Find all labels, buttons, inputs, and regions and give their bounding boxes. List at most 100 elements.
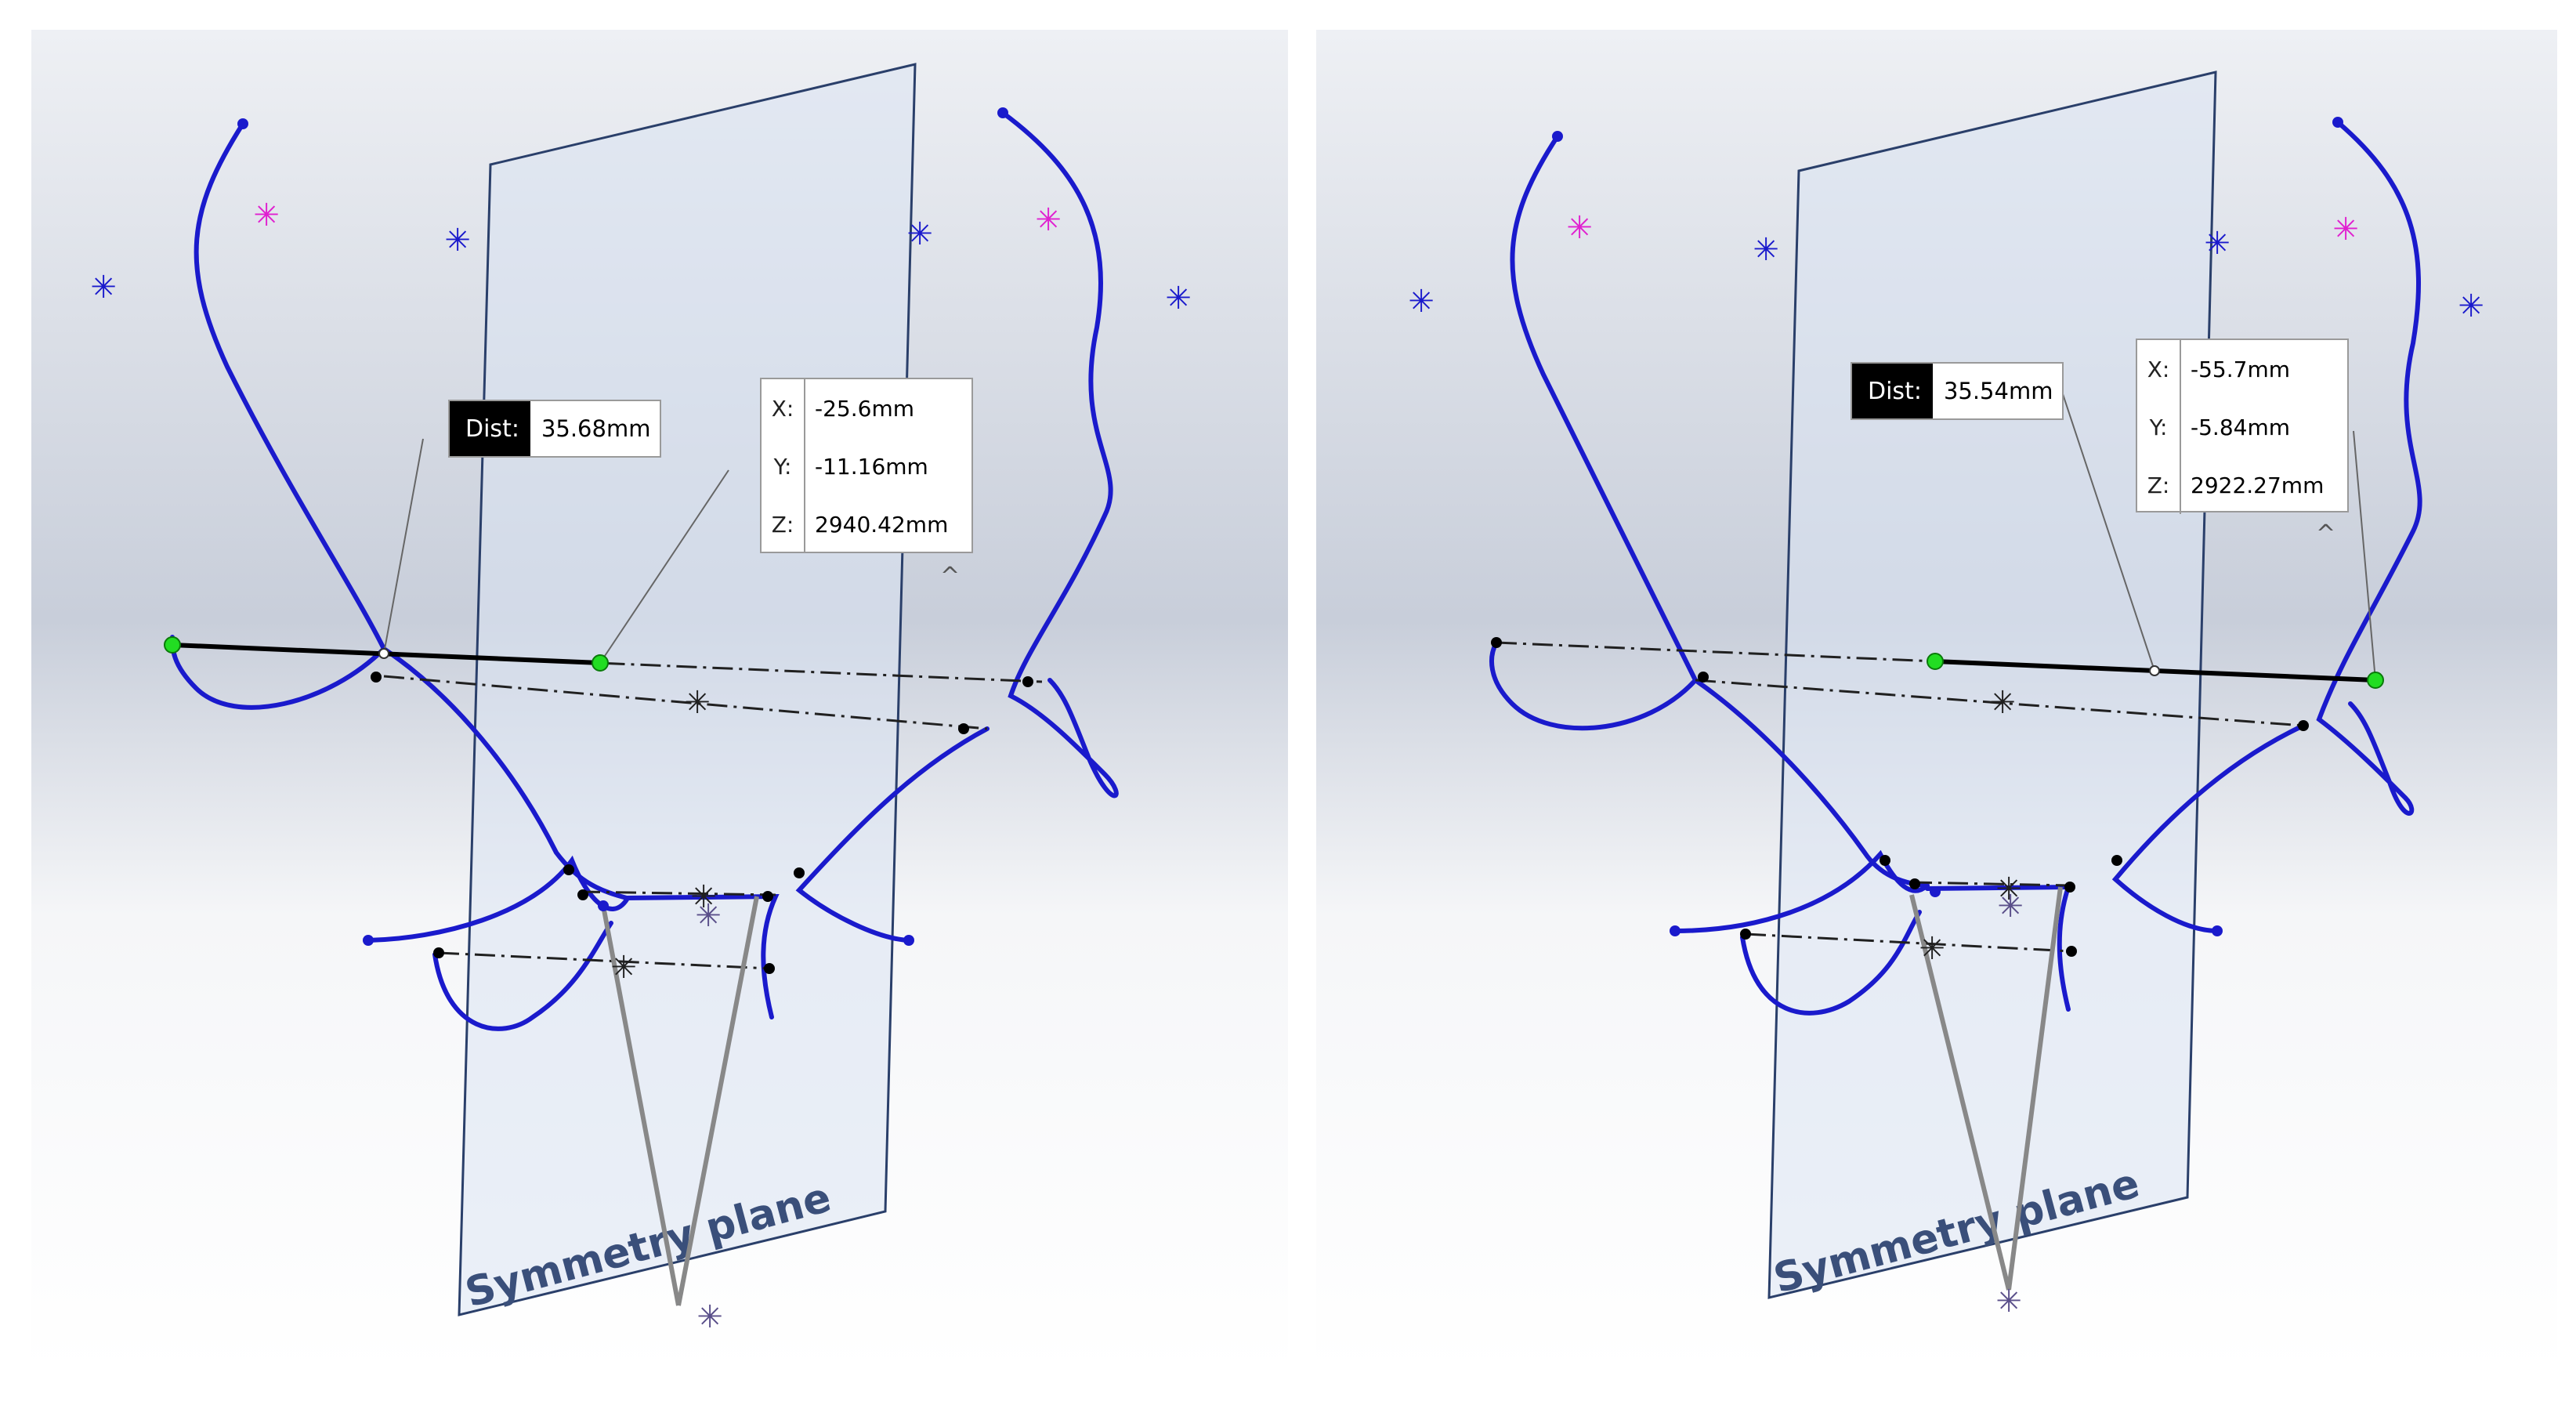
y-axis-label: Y:	[2137, 398, 2181, 456]
dist-value: 35.54mm	[1943, 378, 2053, 404]
sketch-point[interactable]	[1022, 676, 1033, 687]
green-endpoint[interactable]	[592, 654, 609, 672]
sketch-point[interactable]	[433, 947, 444, 958]
z-axis-label: Z:	[762, 495, 805, 553]
sketch-point[interactable]	[371, 672, 382, 683]
sketch-point[interactable]	[237, 118, 248, 129]
sketch-point[interactable]	[1698, 672, 1709, 683]
right-neck-curve[interactable]	[2111, 723, 2306, 933]
sketch-point[interactable]	[903, 935, 914, 946]
sketch-point[interactable]	[2332, 117, 2343, 128]
sketch-point[interactable]	[2212, 925, 2223, 936]
coordinate-readout[interactable]: X: -55.7mm Y: -5.84mm Z: 2922.27mm	[2136, 339, 2349, 514]
centroid-star-icon: ✳	[2332, 212, 2359, 248]
y-axis-label: Y:	[762, 437, 805, 495]
centroid-star-icon: ✳	[1995, 1284, 2022, 1320]
construction-line-low[interactable]	[438, 951, 770, 970]
centroid-star-icon: ✳	[1566, 210, 1593, 246]
center-link-curve[interactable]	[624, 893, 780, 1019]
coord-leader-line	[599, 469, 729, 664]
left-spline-curve[interactable]	[1489, 134, 1699, 731]
sketch-point[interactable]	[1909, 878, 1920, 889]
sketch-point[interactable]	[762, 891, 773, 902]
sketch-point[interactable]	[598, 900, 609, 911]
dist-readout[interactable]: Dist: 35.54mm	[1851, 362, 2064, 420]
x-value: -25.6mm	[815, 395, 914, 422]
leader-anchor	[378, 648, 389, 659]
sketch-point[interactable]	[1740, 929, 1751, 940]
centroid-star-icon: ✳	[610, 950, 637, 986]
construction-line-neck[interactable]	[579, 890, 776, 896]
sketch-canvas-left: Symmetry plane	[90, 63, 1192, 1335]
sketch-point[interactable]	[577, 889, 588, 900]
sketch-point[interactable]	[1880, 855, 1890, 866]
centroid-star-icon: ✳	[90, 270, 117, 306]
center-link-curve[interactable]	[1925, 884, 2072, 1012]
viewport-right[interactable]: Symmetry plane	[1316, 30, 2557, 1371]
centroid-star-icon: ✳	[1165, 281, 1192, 317]
dist-label: Dist:	[1852, 364, 1933, 418]
centroid-star-icon: ✳	[695, 898, 722, 934]
green-endpoint[interactable]	[164, 636, 181, 654]
construction-line-low[interactable]	[1745, 932, 2072, 953]
construction-line-mid[interactable]	[1695, 679, 2304, 727]
coordinate-readout[interactable]: X: -25.6mm Y: -11.16mm Z: 2940.42mm	[760, 378, 973, 553]
green-endpoint[interactable]	[1927, 653, 1944, 670]
dist-value: 35.68mm	[541, 415, 651, 442]
right-neck-curve[interactable]	[795, 726, 990, 943]
lower-hook-curve[interactable]	[432, 921, 613, 1031]
dist-readout[interactable]: Dist: 35.68mm	[448, 400, 661, 458]
sketch-point[interactable]	[1930, 886, 1941, 897]
y-value: -11.16mm	[815, 453, 928, 480]
strut-right[interactable]	[2006, 886, 2063, 1291]
centroid-star-icon: ✳	[684, 685, 711, 721]
sketch-point[interactable]	[1491, 637, 1502, 648]
dist-label: Dist:	[450, 401, 530, 456]
right-spline-curve[interactable]	[2316, 120, 2422, 816]
left-spline-curve[interactable]	[170, 121, 387, 710]
centroid-star-icon: ✳	[696, 1299, 723, 1335]
sketch-canvas-right: Symmetry plane	[1408, 71, 2484, 1320]
sketch-point[interactable]	[1670, 925, 1681, 936]
centroid-star-icon: ✳	[444, 223, 471, 259]
centroid-star-icon: ✳	[690, 879, 717, 915]
centroid-star-icon: ✳	[2204, 226, 2230, 262]
y-value: -5.84mm	[2191, 414, 2290, 440]
x-value: -55.7mm	[2191, 356, 2290, 382]
sketch-point[interactable]	[2066, 946, 2077, 957]
symmetry-plane[interactable]	[458, 63, 917, 1316]
collapse-chevron-icon[interactable]: ^	[940, 563, 961, 590]
z-value: 2922.27mm	[2191, 472, 2325, 498]
collapse-chevron-icon[interactable]: ^	[2316, 520, 2336, 548]
coord-leader-line	[2353, 430, 2376, 681]
z-value: 2940.42mm	[815, 511, 949, 538]
centroid-star-icon: ✳	[253, 197, 280, 234]
green-endpoint[interactable]	[2367, 672, 2384, 689]
centroid-star-icon: ✳	[2458, 288, 2484, 324]
centroid-star-icon: ✳	[1035, 202, 1062, 238]
viewport-left[interactable]: Symmetry plane	[31, 30, 1288, 1371]
strut-right[interactable]	[676, 896, 759, 1306]
sketch-point[interactable]	[363, 935, 374, 946]
z-axis-label: Z:	[2137, 456, 2181, 514]
sketch-point[interactable]	[563, 864, 574, 875]
strut-left[interactable]	[1909, 894, 2011, 1291]
upper-neck-curve[interactable]	[382, 646, 629, 900]
construction-line-mid[interactable]	[383, 675, 988, 730]
sketch-point[interactable]	[2111, 855, 2122, 866]
right-spline-curve[interactable]	[1000, 110, 1119, 798]
sketch-point[interactable]	[997, 107, 1008, 118]
sketch-point[interactable]	[794, 867, 805, 878]
sketch-point[interactable]	[2298, 720, 2309, 731]
sketch-point[interactable]	[958, 723, 969, 734]
sketch-point[interactable]	[2064, 882, 2075, 893]
upper-neck-curve[interactable]	[1693, 678, 1930, 888]
x-axis-label: X:	[762, 379, 805, 437]
centroid-star-icon: ✳	[906, 216, 933, 252]
lower-left-curve[interactable]	[1673, 849, 1930, 933]
sketch-point[interactable]	[764, 963, 775, 974]
strut-left[interactable]	[601, 905, 681, 1306]
x-axis-label: X:	[2137, 340, 2181, 398]
construction-line-neck[interactable]	[1911, 881, 2071, 887]
sketch-point[interactable]	[1552, 131, 1563, 142]
